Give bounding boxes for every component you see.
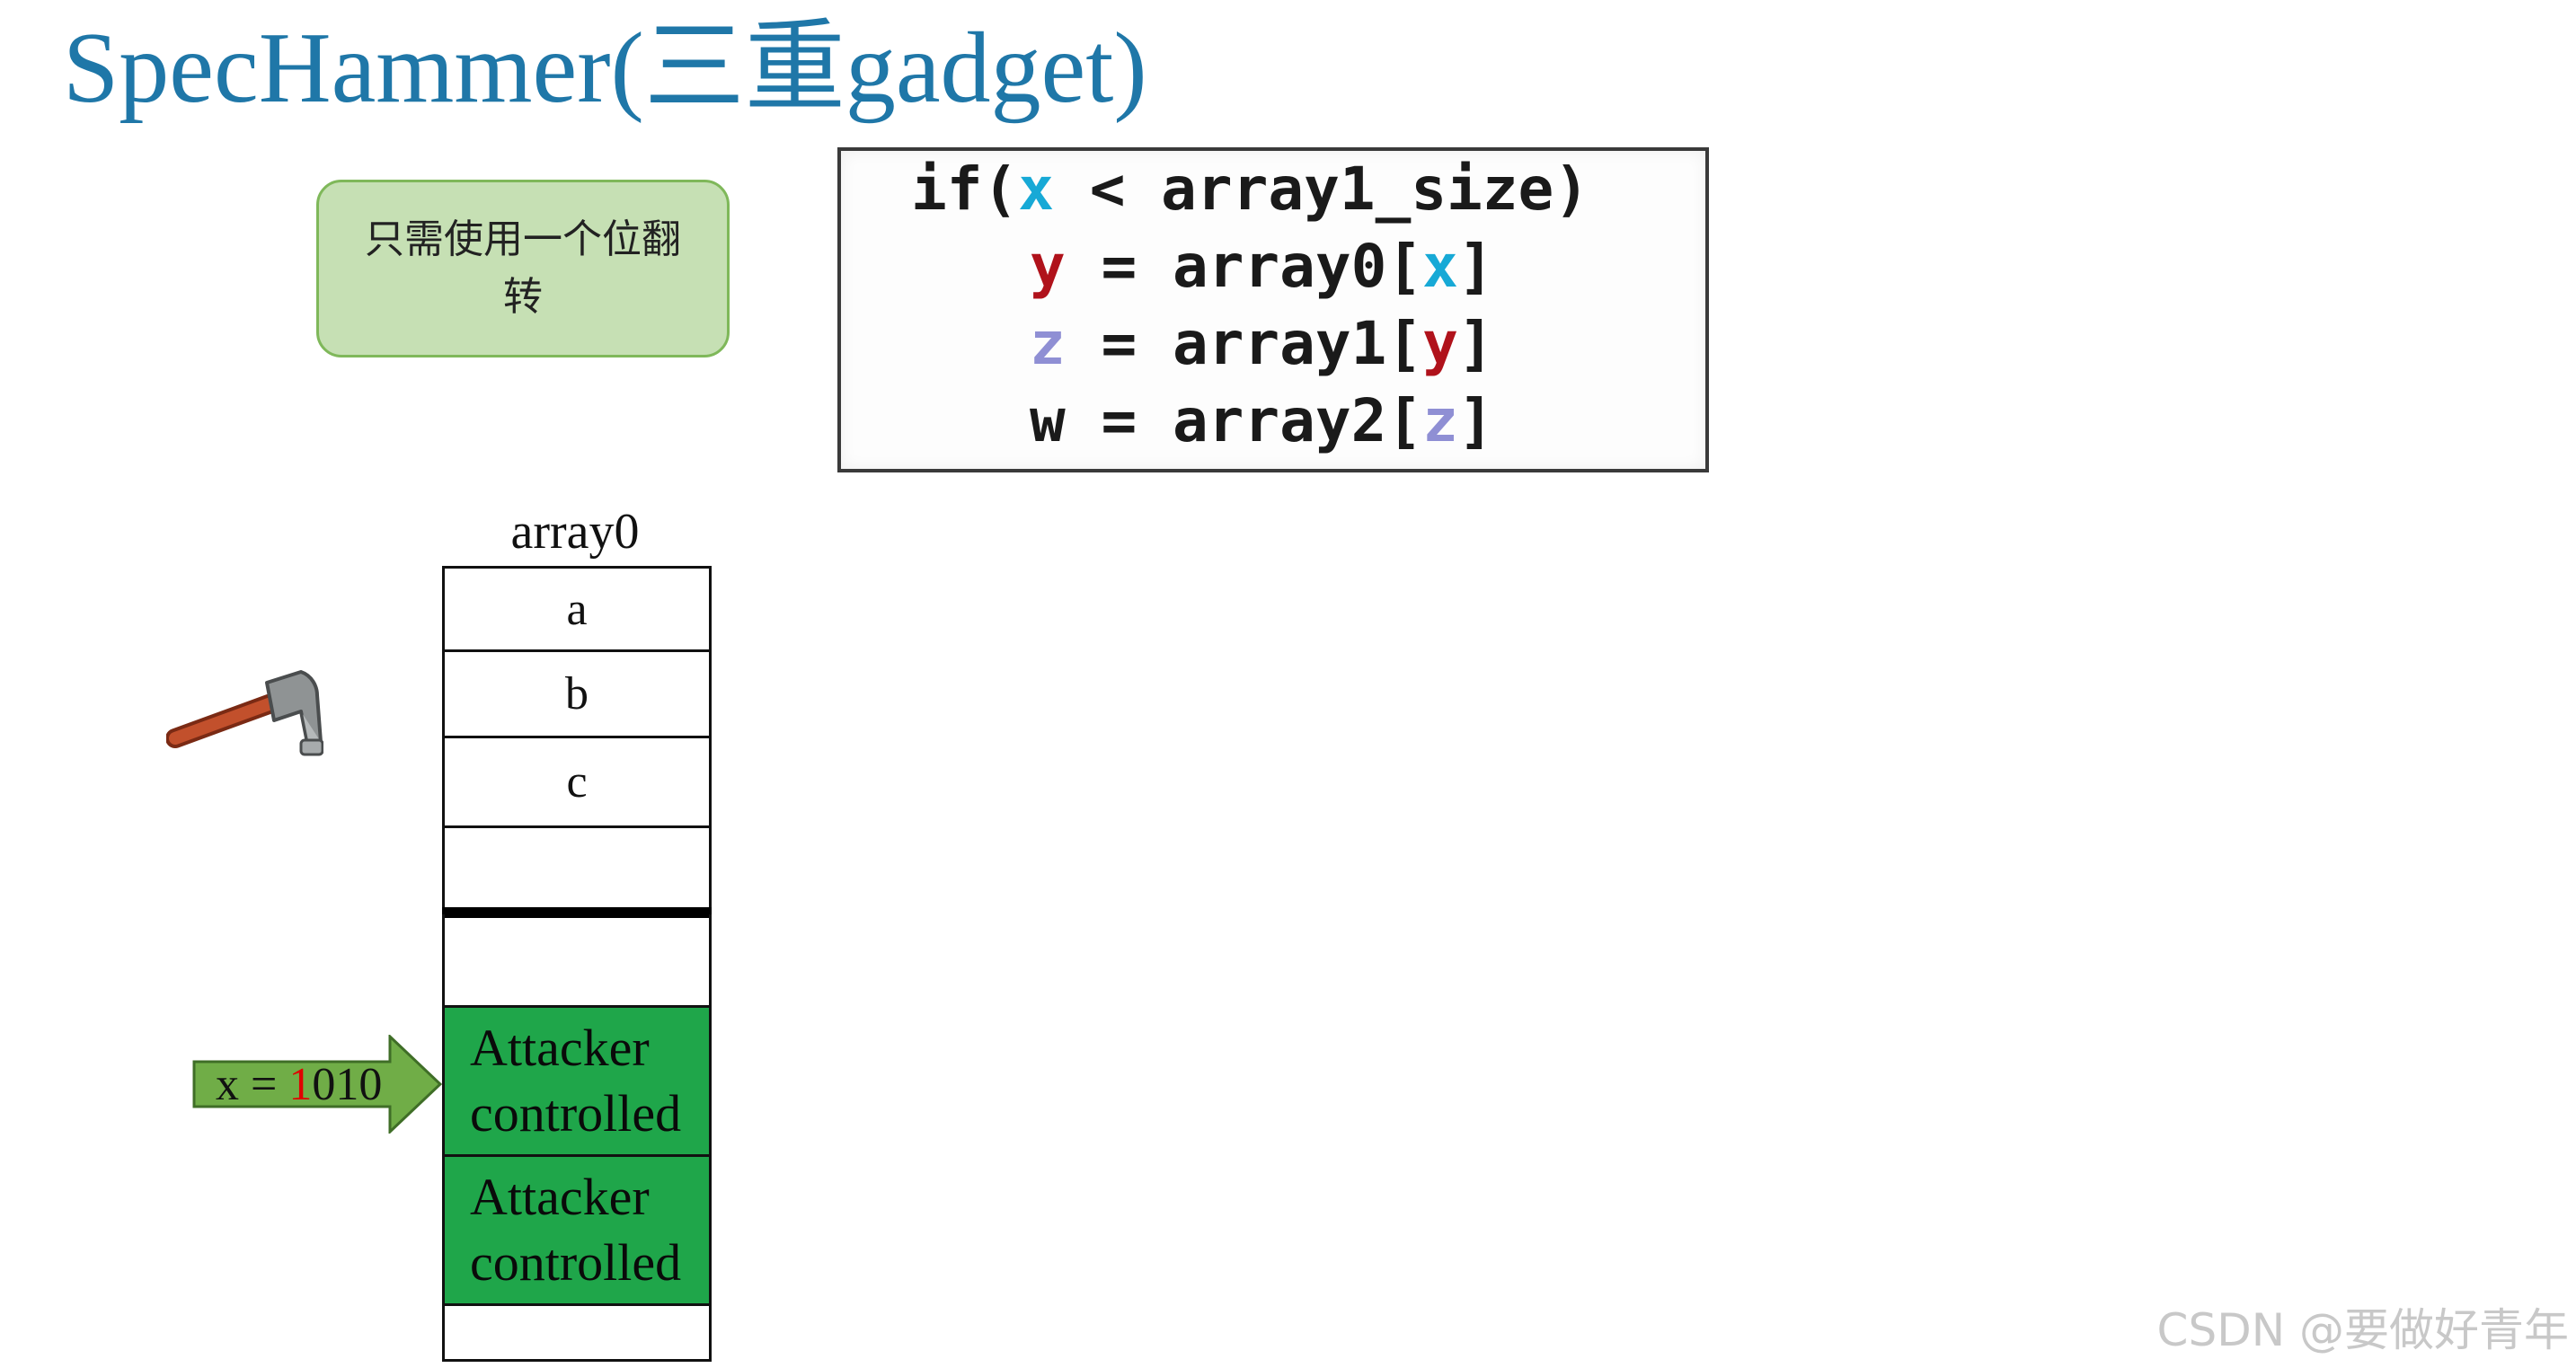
hammer-icon bbox=[166, 656, 323, 763]
code-var-y: y bbox=[1422, 309, 1458, 378]
code-line-z: z = array1[y] bbox=[1030, 309, 1494, 378]
note-callout: 只需使用一个位翻转 bbox=[316, 180, 730, 357]
watermark: CSDN @要做好青年 bbox=[2157, 1294, 2569, 1359]
code-token: w = array2[ bbox=[1030, 386, 1422, 455]
pointer-prefix: x = bbox=[216, 1059, 288, 1110]
slide-title: SpecHammer(三重gadget) bbox=[63, 11, 1147, 127]
code-snippet: if(x < array1_size) y = array0[x] z = ar… bbox=[837, 147, 1709, 472]
code-line-y: y = array0[x] bbox=[1030, 232, 1494, 301]
array-cell-attacker-controlled: Attacker controlled bbox=[442, 1008, 712, 1157]
code-token: ] bbox=[1458, 232, 1494, 301]
array0-label: array0 bbox=[440, 503, 710, 560]
array-cell-empty bbox=[442, 828, 712, 913]
array-cell-a: a bbox=[442, 566, 712, 652]
code-token: = array0[ bbox=[1066, 232, 1422, 301]
flipped-bit: 1 bbox=[288, 1059, 312, 1110]
code-var-x: x bbox=[1422, 232, 1458, 301]
array-cell-attacker-controlled: Attacker controlled bbox=[442, 1157, 712, 1306]
array-cell-empty bbox=[442, 914, 712, 1008]
code-token: ] bbox=[1458, 386, 1494, 455]
code-token: if( bbox=[911, 154, 1018, 224]
note-text: 只需使用一个位翻转 bbox=[355, 211, 691, 326]
code-token: = array1[ bbox=[1066, 309, 1422, 378]
code-token: < array1_size) bbox=[1054, 154, 1589, 224]
code-var-y: y bbox=[1030, 232, 1066, 301]
code-var-x: x bbox=[1018, 154, 1054, 224]
array-cell-c: c bbox=[442, 738, 712, 828]
code-line-w: w = array2[z] bbox=[1030, 386, 1494, 455]
code-var-z: z bbox=[1030, 309, 1066, 378]
array-cell-empty bbox=[442, 1306, 712, 1362]
code-var-z: z bbox=[1422, 386, 1458, 455]
pointer-label: x = 1010 bbox=[216, 1058, 382, 1111]
code-line-if: if(x < array1_size) bbox=[911, 154, 1589, 224]
pointer-rest: 010 bbox=[312, 1059, 382, 1110]
code-token: ] bbox=[1458, 309, 1494, 378]
array-cell-b: b bbox=[442, 652, 712, 738]
